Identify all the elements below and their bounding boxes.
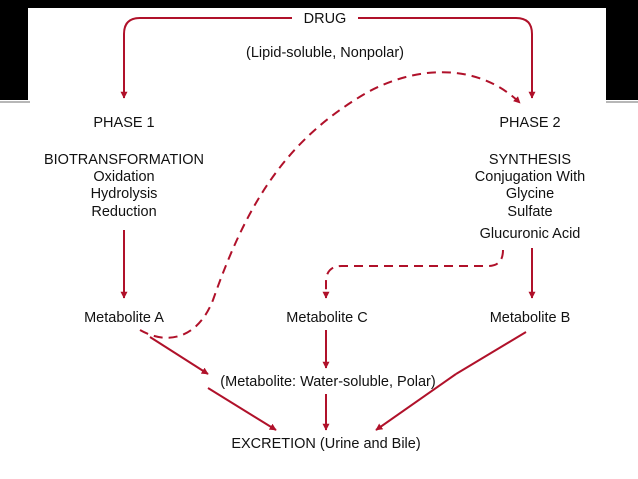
arrow-metabolite-b-to-polar	[455, 331, 527, 375]
drug-properties: (Lipid-soluble, Nonpolar)	[246, 45, 404, 61]
phase1-heading: PHASE 1	[93, 115, 154, 131]
phase2-line-conjugation: Conjugation With	[475, 169, 585, 185]
arrow-metabolite-a-to-polar	[149, 336, 209, 375]
phase2-line-glucuronic-acid: Glucuronic Acid	[480, 226, 581, 242]
phase1-line-reduction: Reduction	[91, 204, 156, 220]
excretion-label: EXCRETION (Urine and Bile)	[231, 436, 420, 452]
phase1-line-hydrolysis: Hydrolysis	[91, 186, 158, 202]
phase1-line-oxidation: Oxidation	[93, 169, 154, 185]
phase2-line-sulfate: Sulfate	[507, 204, 552, 220]
dashed-arrow-phase2-to-metabolite-c	[322, 249, 504, 299]
arrow-drug-to-phase2	[358, 17, 536, 99]
metabolite-a-label: Metabolite A	[84, 310, 164, 326]
drug-label: DRUG	[304, 11, 347, 27]
phase1-line-biotransformation: BIOTRANSFORMATION	[44, 152, 204, 168]
metabolite-c-label: Metabolite C	[286, 310, 367, 326]
arrow-drug-to-phase1	[120, 17, 292, 99]
arrow-right-to-excretion	[375, 373, 457, 431]
polar-metabolite-note: (Metabolite: Water-soluble, Polar)	[220, 374, 435, 390]
content-panel	[28, 8, 606, 479]
metabolite-b-label: Metabolite B	[490, 310, 571, 326]
dashed-arrow-metabolite-a-to-phase2	[139, 71, 521, 339]
phase2-line-synthesis: SYNTHESIS	[489, 152, 571, 168]
phase2-line-glycine: Glycine	[506, 186, 554, 202]
arrow-left-to-excretion	[207, 387, 277, 431]
phase2-heading: PHASE 2	[499, 115, 560, 131]
